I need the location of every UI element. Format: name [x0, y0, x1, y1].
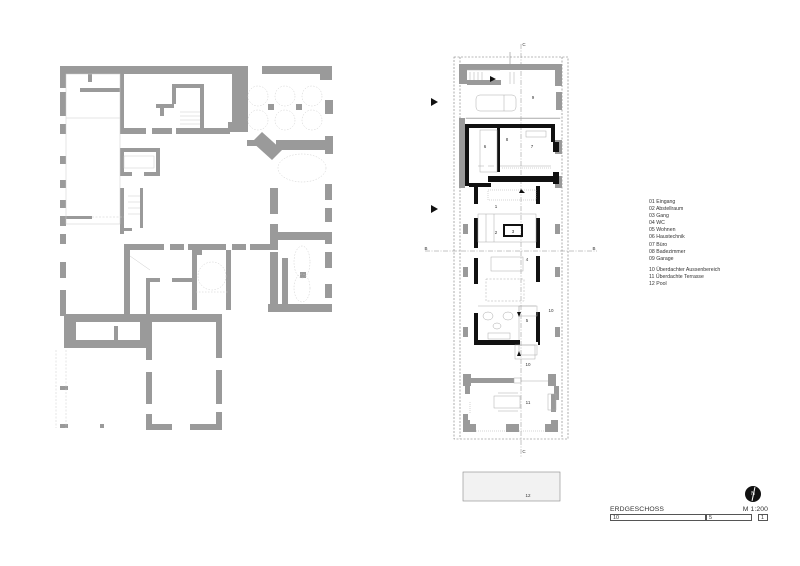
legend-item: 01 Eingang [649, 199, 676, 205]
entrance-arrows [431, 98, 438, 213]
legend-item: 10 Überdachter Aussenbereich [649, 266, 721, 273]
new-walls [465, 124, 559, 345]
title-block: ERDGESCHOSS M 1:200 10 5 1 [610, 506, 768, 522]
legend-item: 06 Haustechnik [649, 234, 685, 241]
section-axis-lines [425, 44, 597, 458]
drawing-scale: M 1:200 [742, 506, 768, 513]
legend-item: 04 WC [649, 220, 665, 227]
stair-arrows [490, 76, 525, 356]
drawing-title: ERDGESCHOSS [610, 506, 664, 513]
room-label-8: 8 [506, 137, 509, 142]
legend-item: 08 Badezimmer [649, 248, 686, 255]
interior-details [477, 52, 551, 356]
pool [462, 471, 561, 502]
room-label-11: 11 [526, 400, 531, 405]
section-label-b-left: B [424, 246, 427, 251]
scale-segment-5: 5 [706, 514, 752, 521]
scale-segment-10: 10 [610, 514, 706, 521]
legend-item: 02 Abstellraum [649, 206, 684, 213]
terrace-walls [463, 374, 559, 432]
room-label-4: 4 [526, 257, 529, 262]
legend-item: 09 Garage [649, 255, 674, 262]
room-label-3: 3 [512, 229, 515, 234]
terrace-details [469, 344, 557, 432]
section-label-b-right: B [592, 246, 595, 251]
room-label-9: 9 [532, 95, 535, 100]
north-label: N [751, 491, 755, 497]
north-arrow-icon: N [745, 486, 761, 502]
room-number-labels: 9 6 8 7 1 2 3 4 5 10 10 11 12 C C B B [424, 42, 595, 498]
room-label-6: 6 [484, 144, 487, 149]
room-label-1: 1 [495, 204, 498, 209]
garage-details [465, 69, 561, 119]
legend-item: 07 Büro [649, 241, 668, 248]
scale-bar: 10 5 1 [610, 514, 768, 522]
legend-item: 12 Pool [649, 281, 667, 288]
room-label-2: 2 [495, 230, 498, 235]
legend-item: 03 Gang [649, 213, 669, 220]
room-label-10b: 10 [525, 362, 531, 367]
room-label-5: 5 [526, 318, 529, 323]
section-label-c-top: C [522, 42, 526, 47]
room-label-10: 10 [548, 308, 554, 313]
legend-item: 05 Wohnen [649, 227, 676, 234]
scale-segment-1: 1 [758, 514, 768, 521]
existing-building-plan [60, 66, 333, 430]
existing-plan-thin-lines [55, 73, 327, 428]
existing-piers [463, 224, 560, 337]
title-row: ERDGESCHOSS M 1:200 [610, 506, 768, 513]
room-label-7: 7 [531, 144, 534, 149]
room-label-12: 12 [525, 493, 531, 498]
legend-item: 11 Überdachte Terrasse [649, 273, 704, 280]
section-label-c-bottom: C [522, 449, 526, 454]
room-legend: 01 Eingang 02 Abstellraum 03 Gang 04 WC … [649, 199, 720, 288]
